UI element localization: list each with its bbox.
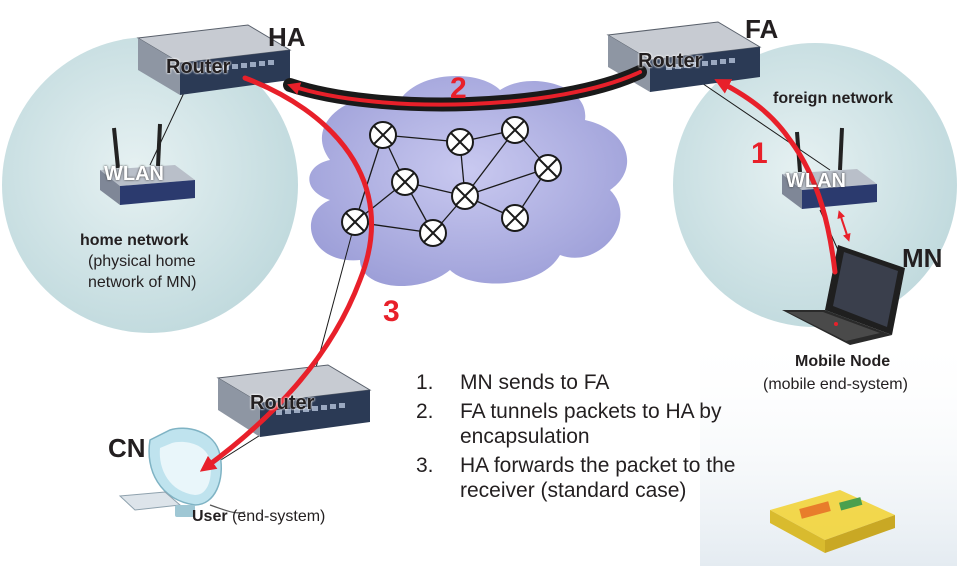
path-number-2: 2 (450, 72, 467, 105)
cn-router-label: Router (250, 392, 315, 414)
foreign-wlan-label: WLAN (786, 170, 846, 192)
path-number-1: 1 (751, 137, 768, 170)
cn-label: CN (108, 433, 146, 463)
mobile-node-title: Mobile Node (795, 353, 891, 370)
fa-router-label: Router (638, 50, 703, 72)
mn-label: MN (902, 243, 943, 273)
user-caption: User (end-system) (192, 508, 325, 526)
home-network-desc-1: (physical home (88, 253, 196, 270)
home-wlan-label: WLAN (104, 163, 164, 185)
home-network-desc-2: network of MN) (88, 274, 197, 291)
fa-label: FA (745, 14, 779, 44)
ha-label: HA (268, 22, 306, 52)
path-number-3: 3 (383, 295, 400, 328)
step-text: HA forwards the packet to the receiver (… (460, 454, 736, 502)
step-item: 3. HA forwards the packet to the receive… (416, 453, 800, 503)
laptop-icon (782, 245, 905, 345)
step-number: 1. (416, 371, 434, 394)
user-desc: (end-system) (232, 508, 326, 525)
mobile-node-desc: (mobile end-system) (763, 376, 908, 393)
path-3-arrow (199, 75, 374, 472)
tunnel-path-2 (283, 65, 647, 112)
step-number: 3. (416, 454, 434, 477)
steps-list: 1. MN sends to FA 2. FA tunnels packets … (416, 370, 800, 503)
cn-router-icon (216, 364, 372, 437)
path-1-arrow (714, 79, 838, 275)
desktop-computer-icon (118, 427, 246, 517)
step-number: 2. (416, 400, 434, 423)
sensor-device-icon (770, 490, 895, 553)
step-text: MN sends to FA (460, 371, 610, 394)
wireless-link-arrow (837, 210, 851, 242)
step-item: 2. FA tunnels packets to HA by encapsula… (416, 399, 800, 449)
foreign-network-title: foreign network (773, 90, 894, 107)
step-text: FA tunnels packets to HA by encapsulatio… (460, 400, 722, 448)
ha-router-label: Router (166, 56, 231, 78)
cloud-router-nodes (341, 116, 562, 247)
home-network-title: home network (80, 232, 189, 249)
user-title: User (192, 508, 228, 525)
step-item: 1. MN sends to FA (416, 370, 800, 395)
home-wlan-ap-icon (100, 123, 195, 205)
